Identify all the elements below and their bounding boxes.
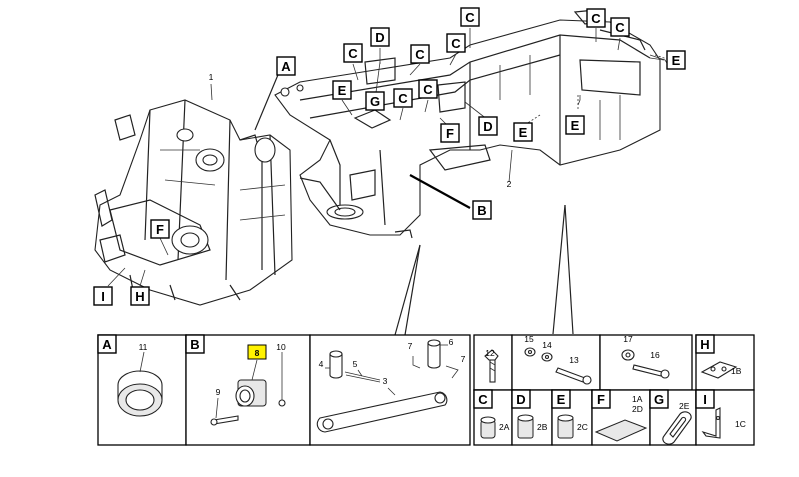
- callout-text: D: [483, 119, 492, 134]
- callout-e3: E: [565, 115, 585, 135]
- panel-bolt2-part-number: 14: [542, 340, 552, 350]
- panel-h-label: H: [700, 337, 709, 352]
- panel-bolt-12: [473, 334, 513, 391]
- panel-h-sub: 1B: [731, 366, 742, 376]
- panel-bolt-16: [599, 334, 693, 391]
- panel-linkage-part-number: 4: [319, 359, 324, 369]
- highlighted-part-number: 8: [255, 348, 260, 358]
- panel-linkage-part-number: 5: [353, 359, 358, 369]
- callout-text: C: [615, 20, 625, 35]
- panel-i-sub: 1C: [735, 419, 746, 429]
- callout-text: C: [398, 91, 408, 106]
- panel-b-label: B: [190, 337, 199, 352]
- callout-text: F: [446, 126, 454, 141]
- callout-text: G: [370, 94, 380, 109]
- panel-h: H 1B: [695, 334, 755, 391]
- panel-linkage-part-number: 7: [408, 341, 413, 351]
- panel-linkage-part-number: 7: [461, 354, 466, 364]
- panel-g: G 2E: [649, 389, 697, 446]
- callout-d1: D: [370, 27, 390, 47]
- panel-c: C 2A: [473, 389, 513, 446]
- panel-bolt-13: [511, 334, 601, 391]
- callout-text: C: [348, 46, 358, 61]
- callout-c5: C: [410, 44, 430, 64]
- callout-b: B: [472, 200, 492, 220]
- panel-a: A: [97, 334, 187, 446]
- callout-a: A: [276, 56, 296, 76]
- rear-frame: [274, 9, 671, 239]
- highlight-badge: [247, 344, 267, 360]
- callout-i: I: [93, 286, 113, 306]
- panel-a-part-number: 11: [139, 342, 148, 352]
- panel-f-sub-bottom: 2D: [632, 404, 643, 414]
- panel-linkage-part-number: 6: [449, 337, 454, 347]
- callout-f2: F: [150, 219, 170, 239]
- callout-c6: C: [446, 33, 466, 53]
- panel-linkage: [309, 334, 471, 446]
- callout-c1: C: [460, 7, 480, 27]
- callout-text: E: [672, 53, 681, 68]
- callout-text: C: [591, 11, 601, 26]
- panel-d-label: D: [516, 392, 525, 407]
- panel-e: E 2C: [551, 389, 593, 446]
- callout-e2: E: [666, 50, 686, 70]
- callout-text: E: [338, 83, 347, 98]
- panel-d-sub: 2B: [537, 422, 548, 432]
- panel-f-sub-top: 1A: [632, 394, 643, 404]
- callout-c4: C: [343, 43, 363, 63]
- panel-d: D 2B: [511, 389, 553, 446]
- callout-text: B: [477, 203, 486, 218]
- panel-bolt1-part-number: 12: [485, 348, 495, 358]
- panel-a-label: A: [102, 337, 112, 352]
- callout-g: G: [365, 91, 385, 111]
- panel-linkage-part-number: 3: [383, 376, 388, 386]
- panel-f-label: F: [597, 392, 605, 407]
- callout-c7: C: [393, 88, 413, 108]
- panel-i-label: I: [703, 392, 707, 407]
- panel-e-label: E: [557, 392, 566, 407]
- front-frame: [94, 99, 293, 306]
- main-part-numbers: 12: [209, 72, 512, 189]
- callout-text: D: [375, 30, 384, 45]
- panel-g-label: G: [654, 392, 664, 407]
- panel-bolt2-part-number: 15: [524, 334, 534, 344]
- callout-f1: F: [440, 123, 460, 143]
- callout-text: E: [519, 125, 528, 140]
- panel-b-part-number: 10: [276, 342, 286, 352]
- callout-text: C: [415, 47, 425, 62]
- callout-text: C: [451, 36, 461, 51]
- callout-c8: C: [418, 79, 438, 99]
- panel-bolt2-part-number: 13: [569, 355, 579, 365]
- callout-text: E: [571, 118, 580, 133]
- callout-e1: E: [332, 80, 352, 100]
- callout-h: H: [130, 286, 150, 306]
- part-number-p2: 2: [507, 179, 512, 189]
- callout-e4: E: [513, 122, 533, 142]
- panel-bolt3-part-number: 17: [623, 334, 633, 344]
- panel-b-part-number: 9: [216, 387, 221, 397]
- panel-b: B 8: [185, 334, 311, 446]
- callout-text: C: [423, 82, 433, 97]
- callout-text: F: [156, 222, 164, 237]
- part-number-p1: 1: [209, 72, 214, 82]
- callout-c3: C: [610, 17, 630, 37]
- panel-bolt3-part-number: 16: [650, 350, 660, 360]
- callout-text: A: [281, 59, 291, 74]
- panel-f: F 1A 2D: [591, 389, 651, 446]
- callout-text: H: [135, 289, 144, 304]
- callout-d2: D: [478, 116, 498, 136]
- panel-g-sub: 2E: [679, 401, 690, 411]
- callout-text: I: [101, 289, 105, 304]
- leader-lines: [107, 28, 665, 336]
- panel-i: I 1C: [695, 389, 755, 446]
- callout-text: C: [465, 10, 475, 25]
- callout-c2: C: [586, 8, 606, 28]
- panel-c-sub: 2A: [499, 422, 510, 432]
- panel-c-label: C: [478, 392, 488, 407]
- panel-e-sub: 2C: [577, 422, 588, 432]
